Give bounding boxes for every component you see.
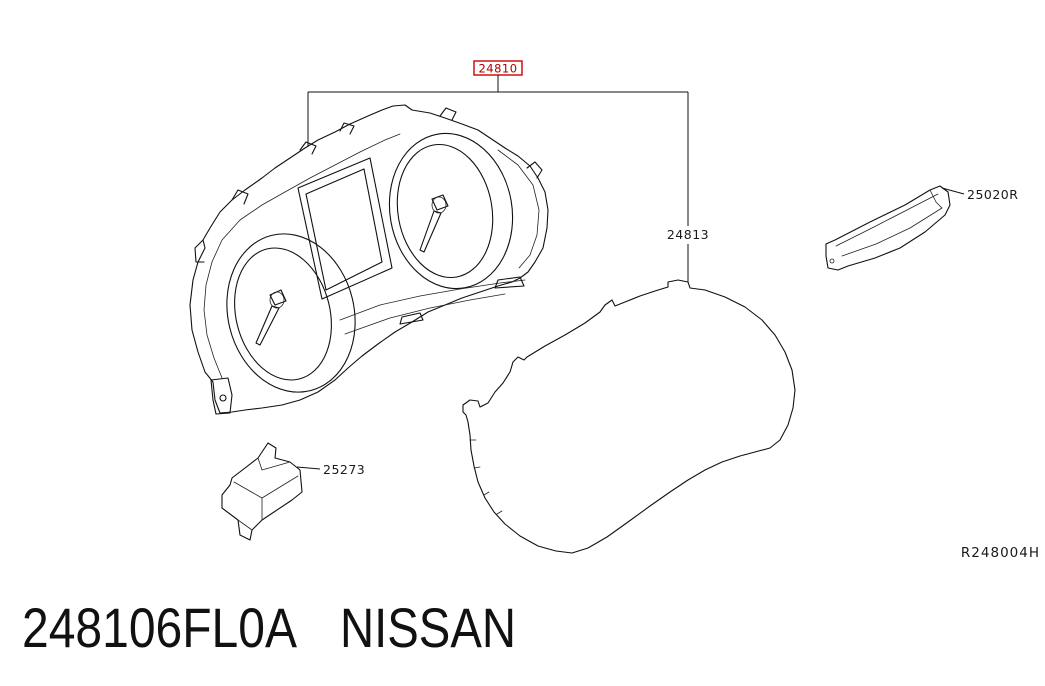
caption-brand: NISSAN xyxy=(340,596,516,659)
switch-hole xyxy=(829,258,835,264)
mounting-hole xyxy=(219,394,227,402)
lens-outline xyxy=(462,279,796,554)
callout-24810[interactable]: 24810 xyxy=(473,60,523,76)
center-display xyxy=(305,168,383,291)
block-edge xyxy=(261,475,299,499)
caption-part-number: 248106FL0A xyxy=(22,596,298,659)
callout-25020r[interactable]: 25020R xyxy=(967,187,1018,202)
right-gauge-hub xyxy=(431,196,447,214)
block-edge xyxy=(237,519,253,531)
left-gauge-face xyxy=(234,247,332,381)
lens-notch xyxy=(473,466,481,469)
lens-notch xyxy=(496,510,503,515)
callout-label-25273[interactable]: 25273 xyxy=(323,462,365,477)
part-drawing-25020r xyxy=(825,185,951,271)
block-edge xyxy=(257,457,291,471)
callout-25273[interactable]: 25273 xyxy=(323,462,365,477)
left-gauge-rim xyxy=(226,233,356,393)
switch-edge xyxy=(835,193,939,247)
switch-body xyxy=(825,185,951,271)
leader-25273 xyxy=(296,466,321,470)
callout-label-25020r[interactable]: 25020R xyxy=(967,187,1018,202)
figure-code: R248004H xyxy=(961,545,1040,561)
housing-tab xyxy=(526,161,543,179)
center-display-frame xyxy=(297,157,393,300)
leader-25020r xyxy=(941,187,965,195)
block-body xyxy=(221,442,303,541)
part-drawing-24813 xyxy=(462,279,796,554)
switch-edge xyxy=(841,207,943,257)
housing-tab xyxy=(299,141,317,155)
left-gauge-hub xyxy=(269,291,285,309)
lens-notch xyxy=(483,491,490,496)
right-gauge-rim xyxy=(388,132,514,290)
housing-tab xyxy=(439,107,457,121)
right-gauge-face xyxy=(396,143,494,279)
lower-trim-line xyxy=(344,293,506,335)
housing-side-bracket xyxy=(194,239,205,263)
callout-24813[interactable]: 24813 xyxy=(667,227,709,242)
right-gauge-needle xyxy=(419,210,442,253)
callout-label-24813[interactable]: 24813 xyxy=(667,227,709,242)
right-gauge-hub-cap xyxy=(431,194,449,211)
lower-tab xyxy=(494,276,525,289)
block-edge xyxy=(233,481,263,521)
bracket-leader-24810 xyxy=(307,75,689,226)
housing-outline xyxy=(189,104,549,414)
housing-inner-edge-right xyxy=(497,149,540,269)
callout-label-24810[interactable]: 24810 xyxy=(478,62,517,76)
lower-trim-line xyxy=(339,279,526,321)
housing-tab xyxy=(339,122,355,135)
switch-edge xyxy=(929,189,943,209)
housing-inner-edge-left xyxy=(203,261,223,379)
mounting-bracket xyxy=(210,377,233,415)
part-drawing-24810 xyxy=(189,104,549,415)
housing-tab xyxy=(231,189,249,205)
left-gauge-needle xyxy=(255,305,280,346)
lower-tab xyxy=(399,312,424,325)
part-drawing-25273 xyxy=(221,442,303,541)
housing-inner-edge xyxy=(211,133,401,263)
